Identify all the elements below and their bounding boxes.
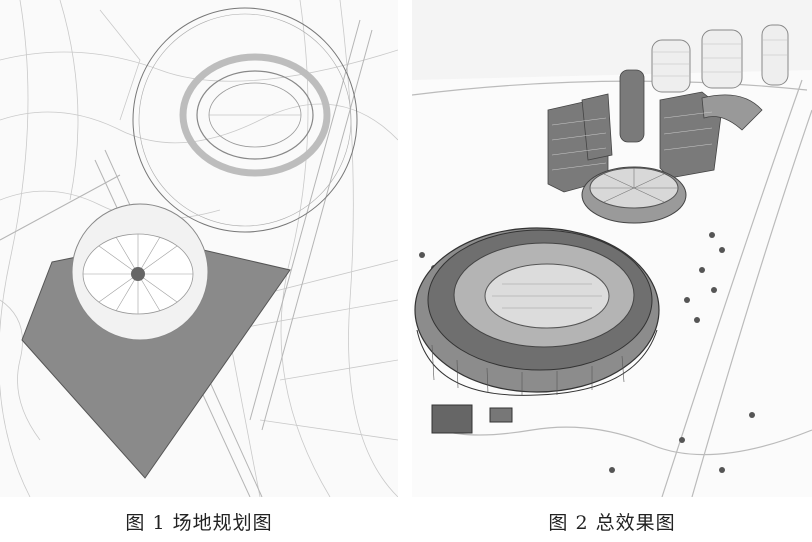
arena-dome	[581, 166, 687, 224]
overall-rendering-image	[412, 0, 812, 497]
mid-towers	[547, 69, 763, 193]
figure-1-caption: 图 1 场地规划图	[125, 512, 273, 534]
stadium-site-circle	[132, 7, 358, 233]
site-plan-drawing	[0, 0, 398, 497]
background-towers	[651, 24, 789, 93]
arena-site-circle	[71, 203, 209, 341]
figure-2-caption: 图 2 总效果图	[548, 512, 676, 534]
main-stadium	[414, 227, 660, 396]
